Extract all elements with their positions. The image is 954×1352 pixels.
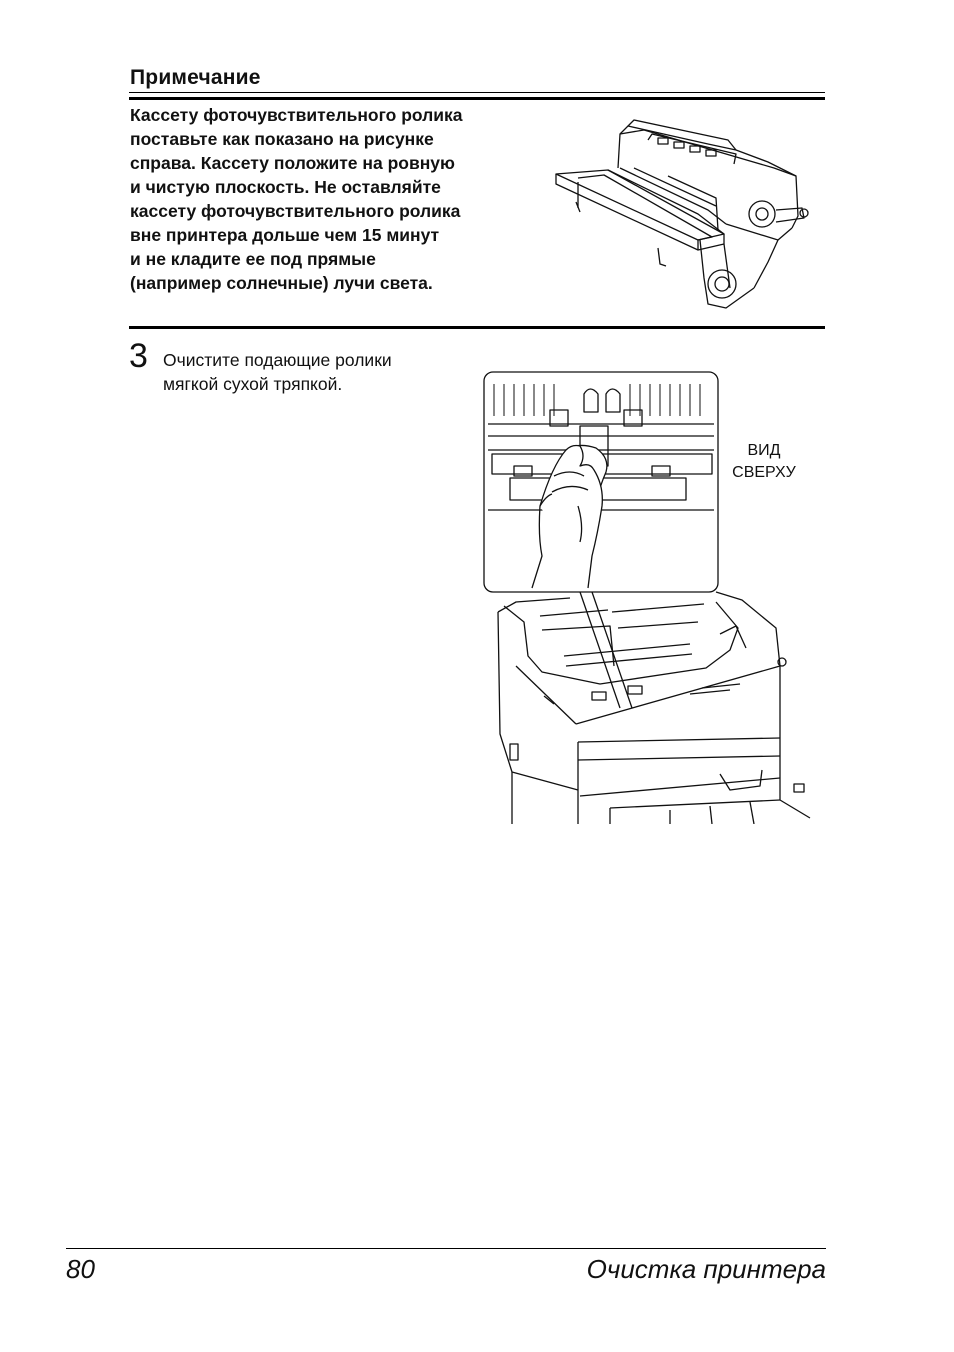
note-rule-thin (129, 92, 825, 93)
note-body: Кассету фоточувствительного ролика поста… (130, 103, 550, 295)
footer-rule (66, 1248, 826, 1249)
note-line: справа. Кассету положите на ровную (130, 153, 455, 173)
step-instruction: Очистите подающие ролики мягкой сухой тр… (163, 348, 463, 396)
printer-cleaning-illustration (483, 371, 811, 824)
note-line: Кассету фоточувствительного ролика (130, 105, 463, 125)
note-line: (например солнечные) лучи света. (130, 273, 433, 293)
step-line: мягкой сухой тряпкой. (163, 374, 343, 394)
top-view-label: ВИД СВЕРХУ (726, 440, 802, 484)
note-line: и чистую плоскость. Не оставляйте (130, 177, 441, 197)
note-line: вне принтера дольше чем 15 минут (130, 225, 440, 245)
note-rule-thick (129, 97, 825, 100)
top-view-label-line: ВИД (747, 442, 781, 459)
note-title: Примечание (130, 66, 261, 89)
top-view-label-line: СВЕРХУ (732, 464, 796, 481)
drum-cartridge-illustration (555, 119, 809, 309)
step-number: 3 (129, 337, 148, 375)
note-line: поставьте как показано на рисунке (130, 129, 434, 149)
page-number: 80 (66, 1254, 95, 1284)
note-line: и не кладите ее под прямые (130, 249, 376, 269)
section-title: Очистка принтера (586, 1254, 826, 1284)
note-line: кассету фоточувствительного ролика (130, 201, 461, 221)
step-line: Очистите подающие ролики (163, 350, 392, 370)
section-rule (129, 326, 825, 329)
